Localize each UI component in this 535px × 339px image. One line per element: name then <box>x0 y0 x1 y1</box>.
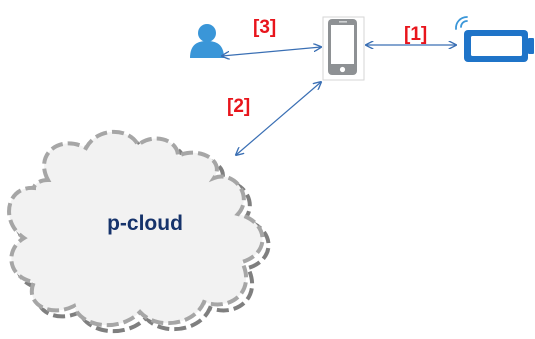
smartphone-icon <box>322 16 365 81</box>
cloud-icon <box>7 130 271 334</box>
label-link-phone-cloud: [2] <box>227 96 250 117</box>
wireless-signal-icon <box>455 16 468 30</box>
cloud-label: p-cloud <box>107 212 183 235</box>
arrow-user-phone <box>222 47 321 56</box>
label-link-phone-device: [1] <box>404 24 427 45</box>
user-icon <box>190 24 224 58</box>
battery-icon <box>464 30 534 62</box>
label-link-user-phone: [3] <box>253 17 276 38</box>
arrow-phone-cloud <box>236 82 321 155</box>
